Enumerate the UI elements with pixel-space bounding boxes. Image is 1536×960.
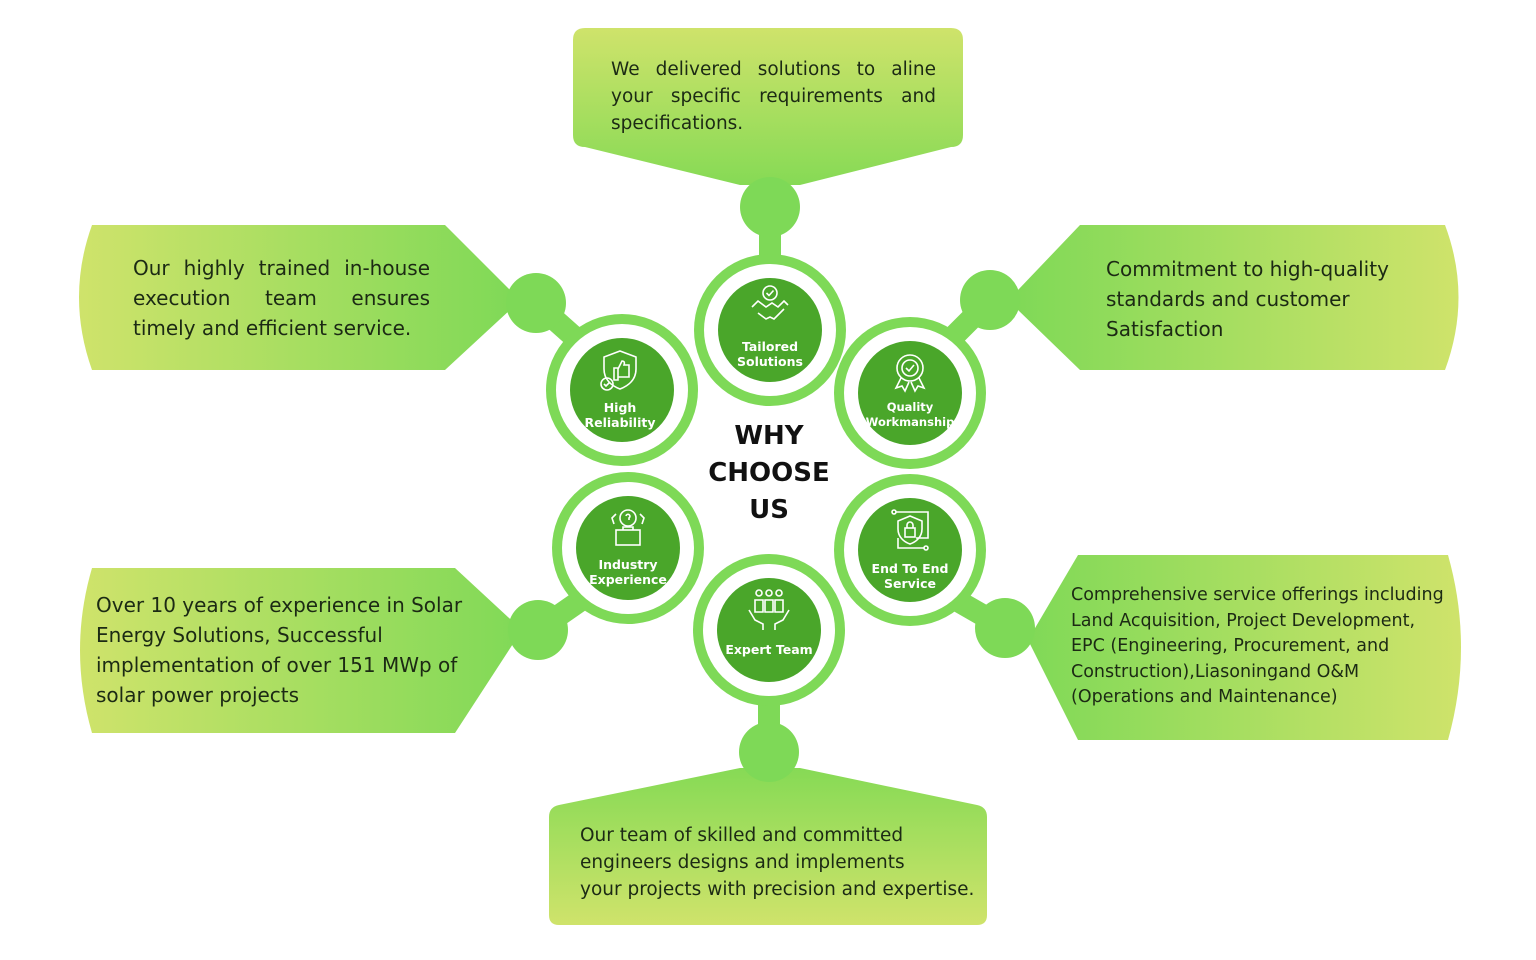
handshake-check-icon (751, 285, 789, 320)
text-line: your specific requirements and (611, 86, 936, 107)
feature-circle-industry-experience (552, 472, 704, 624)
text-line: Construction),Liasoningand O&M (1071, 661, 1360, 682)
text-line: Tailored (741, 339, 799, 354)
text-line: Energy Solutions, Successful (96, 623, 383, 647)
knob-top (740, 177, 800, 237)
knob-top-right (960, 270, 1020, 330)
text-line: Solutions (737, 354, 803, 369)
text-line: Comprehensive service offerings includin… (1071, 585, 1444, 605)
text-line: implementation of over 151 MWp of (96, 653, 458, 677)
text-line: End To End (871, 561, 949, 576)
feature-circle-high-reliability (546, 314, 698, 466)
text-line: Our team of skilled and committed (580, 825, 904, 846)
team-hands-icon (748, 589, 790, 630)
knob-bottom (739, 722, 799, 782)
text-line: EPC (Engineering, Procurement, and (1071, 636, 1390, 656)
description-expert-team: Our team of skilled and committed enginee… (580, 822, 980, 903)
feature-circle-quality-workmanship (834, 317, 986, 469)
shield-thumbs-up-icon (600, 350, 637, 391)
callout-box-bottom-left (80, 568, 522, 733)
knob-top-left (506, 273, 566, 333)
title-line: WHY (734, 421, 804, 451)
text-line: Land Acquisition, Project Development, (1071, 610, 1416, 631)
text-line: We delivered solutions to aline (611, 59, 936, 80)
text-line: Our highly trained in-house (133, 256, 430, 280)
title-line: CHOOSE (708, 458, 830, 488)
text-line: High (603, 400, 637, 415)
callout-box-top-right (1018, 225, 1459, 370)
text-line: Service (884, 576, 936, 591)
text-line: timely and efficient service. (133, 316, 412, 340)
award-badge-icon (894, 354, 926, 393)
text-line: Industry (598, 557, 658, 572)
text-line: your projects with precision and experti… (580, 879, 975, 900)
description-high-reliability: Our highly trained in-house execution tea… (133, 253, 430, 343)
bulb-gear-briefcase-icon (611, 509, 645, 546)
description-end-to-end-service: Comprehensive service offerings includin… (1071, 583, 1461, 711)
feature-circle-tailored-solutions (694, 254, 846, 406)
feature-circle-expert-team (693, 554, 845, 706)
text-line: Commitment to high-quality (1106, 257, 1389, 281)
text-line: solar power projects (96, 683, 300, 707)
label-expert-team: Expert Team (714, 642, 824, 657)
text-line: Over 10 years of experience in Solar (96, 593, 463, 617)
description-tailored-solutions: We delivered solutions to aline your spec… (611, 56, 936, 137)
text-line: Workmanship (865, 415, 955, 429)
callout-box-top (573, 28, 963, 185)
knob-bottom-left (508, 600, 568, 660)
text-line: Reliability (584, 415, 656, 430)
text-line: Experience (589, 572, 667, 587)
text-line: execution team ensures (133, 286, 430, 310)
shield-lock-icon (891, 509, 929, 551)
knob-bottom-right (975, 598, 1035, 658)
text-line: engineers designs and implements (580, 852, 905, 873)
feature-circle-end-to-end-service (834, 474, 986, 626)
callout-box-top-left (79, 225, 510, 370)
text-line: Satisfaction (1106, 317, 1224, 341)
title-line: US (749, 495, 789, 525)
callout-box-bottom (549, 768, 987, 925)
text-line: Expert Team (725, 642, 813, 657)
center-title: WHY CHOOSE US (669, 418, 869, 529)
callout-box-bottom-right (1028, 555, 1461, 740)
text-line: Quality (886, 400, 934, 414)
text-line: standards and customer (1106, 287, 1350, 311)
text-line: specifications. (611, 113, 744, 134)
description-quality-workmanship: Commitment to high-quality standards and … (1106, 254, 1446, 344)
text-line: (Operations and Maintenance) (1071, 687, 1338, 707)
